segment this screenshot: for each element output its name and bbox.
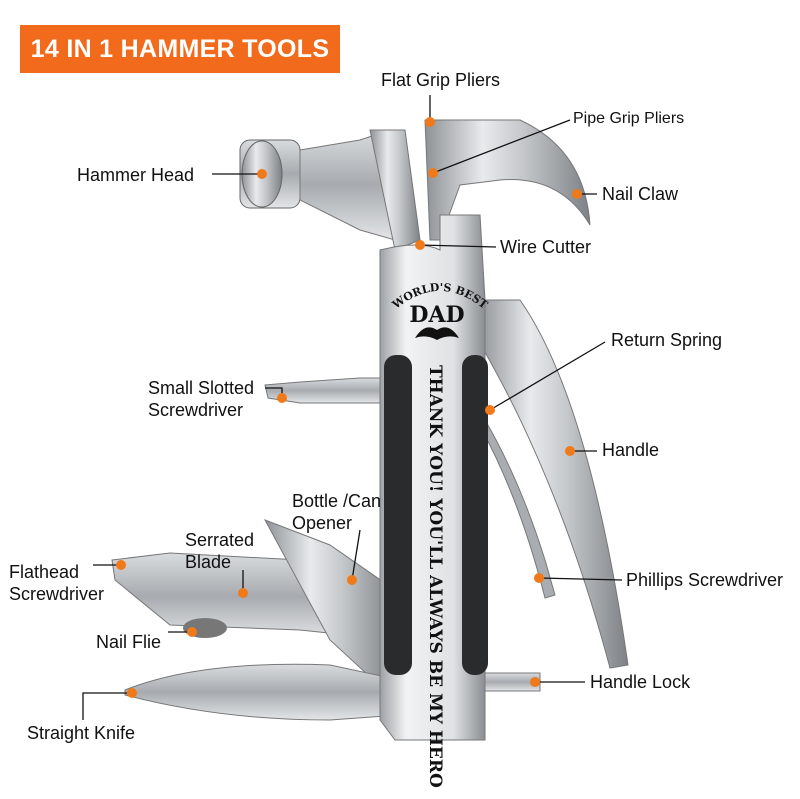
label-pipe-grip-pliers: Pipe Grip Pliers [573,110,685,127]
right-grip [462,355,488,675]
label-line: Opener [292,513,353,533]
label-nail-file: Nail Flie [96,632,162,652]
label-line: Screwdriver [9,584,105,604]
label-line: Serrated [185,530,255,550]
engraving-handle-text: THANK YOU! YOU'LL ALWAYS BE MY HERO [425,365,445,788]
label-line: Small Slotted [148,378,255,398]
mustache-icon [415,327,459,340]
label-line: Screwdriver [148,400,244,420]
left-grip [384,355,412,675]
title-banner: 14 IN 1 HAMMER TOOLS [20,25,340,73]
phillips-screwdriver [481,418,556,599]
label-line: Blade [185,552,232,572]
nail-claw [424,119,591,241]
straight-knife [124,663,401,721]
handle-arm [477,299,629,669]
label-handle: Handle [602,440,660,460]
label-flat-grip-pliers: Flat Grip Pliers [381,70,501,90]
label-straight-knife: Straight Knife [27,723,136,743]
label-hammer-head: Hammer Head [77,165,195,185]
label-line: Flathead [9,562,80,582]
label-nail-claw: Nail Claw [602,184,679,204]
leader-lines [82,95,623,720]
label-phillips-screwdriver: Phillips Screwdriver [626,570,784,590]
label-line: Bottle /Can [292,491,382,511]
hammer-head [239,129,396,241]
label-return-spring: Return Spring [611,330,723,350]
callout-dots [116,117,582,698]
label-wire-cutter: Wire Cutter [500,237,592,257]
label-handle-lock: Handle Lock [590,672,691,692]
engraving-dad: DAD [409,302,464,328]
